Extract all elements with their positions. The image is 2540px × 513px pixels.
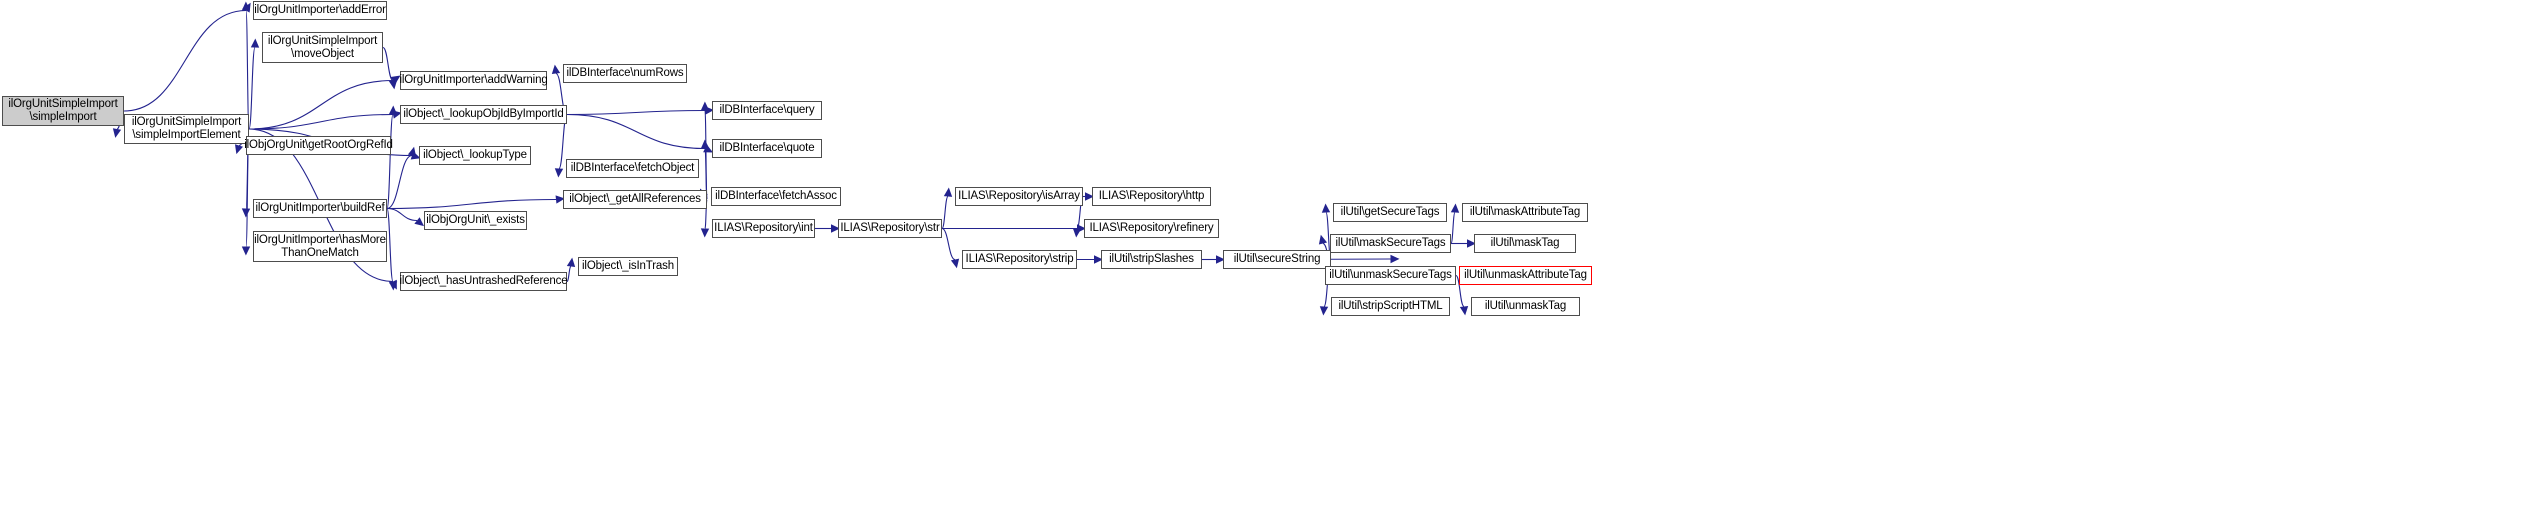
graph-node[interactable]: ilOrgUnitSimpleImport \simpleImport	[2, 96, 124, 126]
graph-node[interactable]: ilObject\_lookupType	[419, 146, 531, 165]
graph-node[interactable]: ilUtil\secureString	[1223, 250, 1331, 269]
graph-edge	[566, 265, 572, 283]
arrow-head-icon	[414, 217, 425, 227]
graph-edge	[566, 113, 706, 150]
graph-edge	[566, 109, 706, 116]
graph-node[interactable]: ilOrgUnitImporter\addWarning	[399, 71, 548, 90]
arrow-head-icon	[1072, 228, 1082, 238]
arrow-head-icon	[388, 105, 398, 115]
graph-node[interactable]: ilObject\_lookupObjIdByImportId	[400, 105, 567, 124]
arrow-head-icon	[1318, 234, 1328, 245]
graph-node[interactable]: ilDBInterface\numRows	[563, 64, 687, 83]
arrow-head-icon	[1450, 203, 1460, 213]
graph-edge	[386, 198, 557, 210]
arrow-head-icon	[1216, 255, 1225, 264]
arrow-head-icon	[700, 228, 710, 238]
arrow-head-icon	[700, 101, 710, 111]
arrow-head-icon	[554, 168, 564, 178]
graph-node[interactable]: ilUtil\stripSlashes	[1101, 250, 1202, 269]
arrow-head-icon	[388, 79, 398, 90]
arrow-head-icon	[700, 139, 710, 149]
arrow-head-icon	[950, 258, 960, 269]
graph-edge	[386, 154, 413, 210]
arrow-head-icon	[407, 146, 417, 157]
graph-node[interactable]: ilObjOrgUnit\_exists	[424, 211, 527, 230]
graph-edge	[245, 9, 250, 130]
graph-node[interactable]: ilOrgUnitImporter\buildRef	[253, 199, 387, 218]
graph-edge	[248, 46, 256, 130]
arrow-head-icon	[241, 208, 251, 218]
graph-edge	[386, 207, 418, 222]
graph-edge	[248, 79, 394, 130]
arrow-head-icon	[566, 257, 576, 268]
graph-node[interactable]: ILIAS\Repository\str	[838, 219, 942, 238]
arrow-head-icon	[250, 38, 260, 48]
graph-node[interactable]: ilOrgUnitImporter\addError	[253, 1, 387, 20]
graph-node[interactable]: ILIAS\Repository\int	[712, 219, 815, 238]
graph-node[interactable]: ilUtil\unmaskAttributeTag	[1459, 266, 1592, 285]
graph-edge	[941, 195, 949, 230]
graph-edge	[386, 207, 394, 283]
graph-node[interactable]: ilUtil\maskTag	[1474, 234, 1576, 253]
graph-edge	[123, 9, 247, 112]
arrow-head-icon	[388, 281, 398, 291]
graph-edge	[941, 227, 956, 261]
graph-edge	[1455, 274, 1465, 308]
arrow-head-icon	[1467, 239, 1476, 248]
graph-edge	[386, 113, 394, 210]
graph-node[interactable]: ilOrgUnitSimpleImport \moveObject	[262, 32, 383, 63]
graph-node[interactable]: ilDBInterface\fetchObject	[566, 159, 699, 178]
graph-node[interactable]: ilUtil\maskAttributeTag	[1462, 203, 1588, 222]
graph-edge	[382, 46, 394, 82]
arrow-head-icon	[1085, 192, 1094, 201]
graph-node[interactable]: ilObjOrgUnit\getRootOrgRefId	[244, 136, 393, 155]
arrow-head-icon	[1094, 255, 1103, 264]
graph-node[interactable]: ilUtil\getSecureTags	[1333, 203, 1447, 222]
arrow-head-icon	[1459, 305, 1469, 316]
arrow-head-icon	[241, 1, 251, 11]
arrow-head-icon	[112, 128, 122, 138]
graph-node[interactable]: ilDBInterface\query	[712, 101, 822, 120]
arrow-head-icon	[831, 224, 840, 233]
graph-node[interactable]: ilUtil\unmaskTag	[1471, 297, 1580, 316]
graph-node[interactable]: ilUtil\unmaskSecureTags	[1325, 266, 1456, 285]
graph-node[interactable]: ilDBInterface\fetchAssoc	[711, 187, 841, 206]
graph-node[interactable]: ilObject\_getAllReferences	[563, 190, 707, 209]
arrow-head-icon	[1319, 306, 1329, 316]
arrow-head-icon	[234, 144, 244, 155]
graph-node[interactable]: ilObject\_isInTrash	[578, 257, 678, 276]
graph-node[interactable]: ilUtil\stripScriptHTML	[1331, 297, 1450, 316]
arrow-head-icon	[1390, 254, 1400, 264]
graph-node[interactable]: ilUtil\maskSecureTags	[1330, 234, 1451, 253]
arrow-head-icon	[1321, 203, 1331, 213]
graph-node[interactable]: ILIAS\Repository\strip	[962, 250, 1077, 269]
graph-edge	[1450, 211, 1456, 245]
arrow-head-icon	[943, 187, 953, 197]
arrow-head-icon	[241, 246, 251, 256]
graph-node[interactable]: ilOrgUnitImporter\hasMore ThanOneMatch	[253, 231, 387, 262]
graph-node[interactable]: ILIAS\Repository\isArray	[955, 187, 1083, 206]
graph-node[interactable]: ILIAS\Repository\http	[1092, 187, 1211, 206]
graph-node[interactable]: ilOrgUnitSimpleImport \simpleImportEleme…	[124, 114, 249, 144]
graph-node[interactable]: ILIAS\Repository\refinery	[1084, 219, 1219, 238]
arrow-head-icon	[555, 195, 565, 204]
graph-node[interactable]: ilObject\_hasUntrashedReference	[400, 272, 568, 291]
graph-edge	[248, 113, 394, 130]
arrow-head-icon	[551, 64, 561, 75]
arrow-head-icon	[390, 75, 401, 84]
graph-node[interactable]: ilDBInterface\quote	[712, 139, 822, 158]
